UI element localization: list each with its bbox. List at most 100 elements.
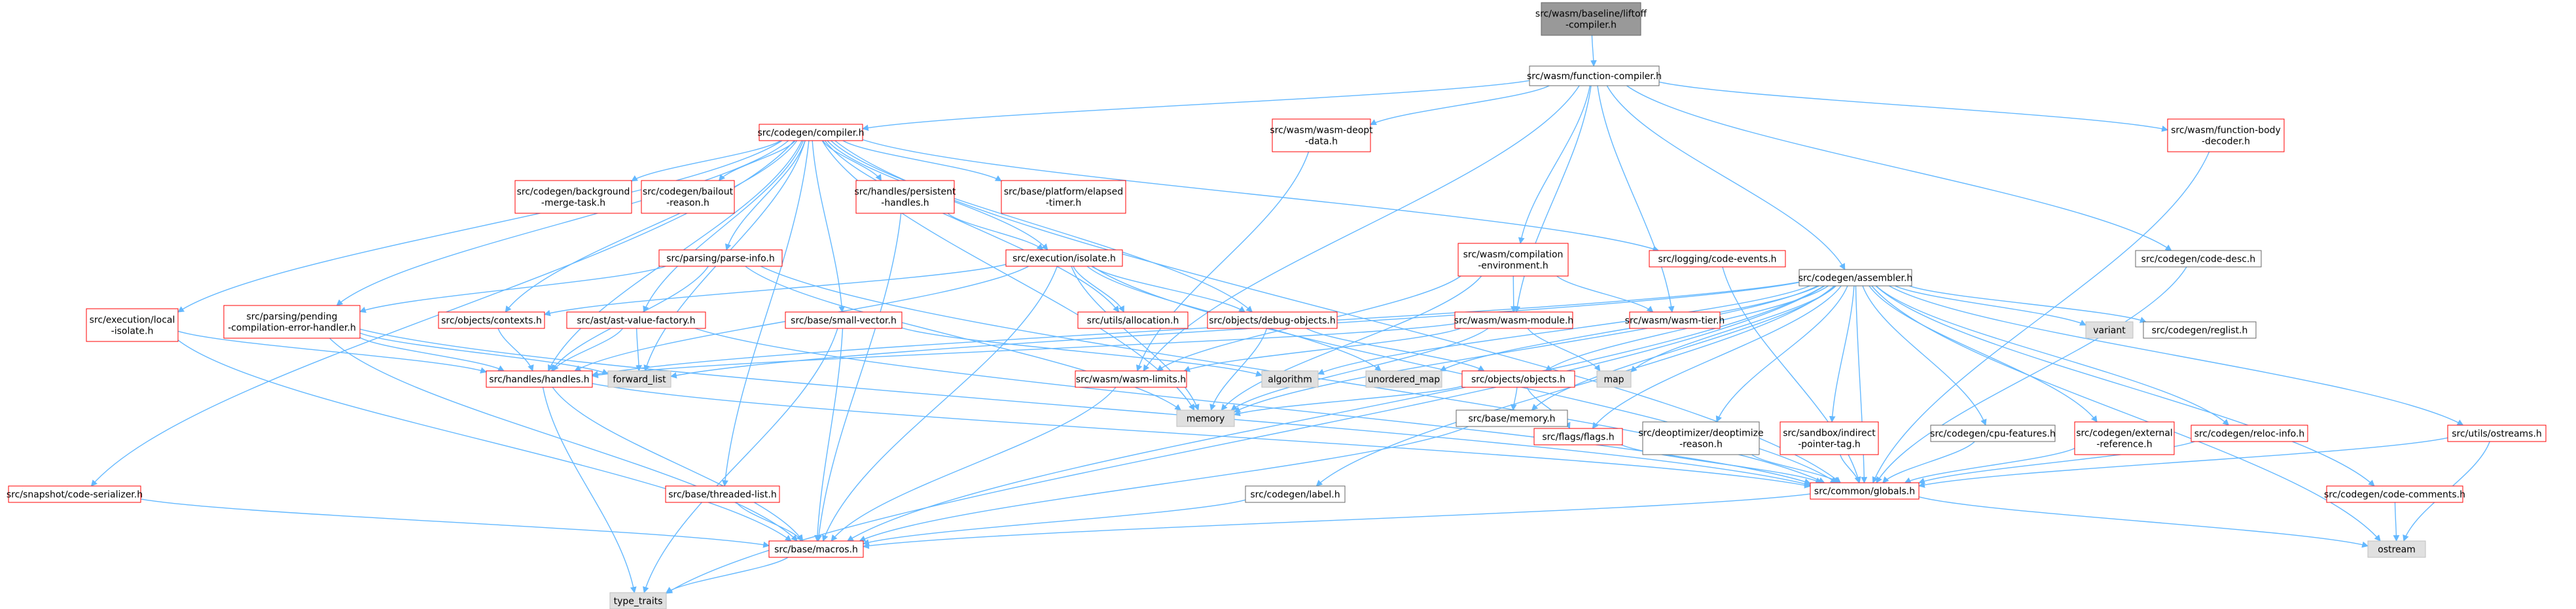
edge-compiler-to-pending_err — [336, 140, 789, 306]
edge-assembler-to-algorithm — [1317, 285, 1810, 375]
node-bailout[interactable]: src/codegen/bailout-reason.h — [641, 180, 735, 214]
node-box — [1649, 250, 1786, 268]
node-code_comments[interactable]: src/codegen/code-comments.h — [2324, 485, 2465, 503]
edge-assembler-to-forward_list — [670, 281, 1800, 379]
node-snapshot[interactable]: src/snapshot/code-serializer.h — [7, 485, 143, 503]
node-ostream[interactable]: ostream — [2367, 540, 2426, 558]
node-box — [438, 311, 545, 329]
edge-code_desc-to-globals — [1876, 266, 2187, 483]
node-wasm_module[interactable]: src/wasm/wasm-module.h — [1454, 311, 1574, 329]
node-box — [1261, 370, 1319, 388]
node-unordered_map[interactable]: unordered_map — [1365, 370, 1442, 388]
edge-assembler-to-cpu_features — [1862, 285, 1987, 426]
node-label: src/codegen/external — [2076, 428, 2173, 439]
edge-compiler-to-parse_info — [724, 140, 806, 251]
node-wasm_tier[interactable]: src/wasm/wasm-tier.h — [1625, 311, 1725, 329]
node-box — [1207, 311, 1338, 329]
node-wasm_limits[interactable]: src/wasm/wasm-limits.h — [1075, 370, 1187, 388]
node-small_vector[interactable]: src/base/small-vector.h — [785, 311, 903, 329]
edge-fcomp-to-code_desc — [1626, 85, 2172, 251]
node-deopt_data[interactable]: src/wasm/wasm-deopt-data.h — [1270, 118, 1373, 152]
node-box — [2074, 421, 2175, 455]
node-compilation_env[interactable]: src/wasm/compilation-environment.h — [1458, 243, 1569, 277]
node-fcomp[interactable]: src/wasm/function-compiler.h — [1527, 65, 1662, 86]
node-deopt_reason[interactable]: src/deoptimizer/deoptimize-reason.h — [1638, 421, 1764, 455]
edge-isolate-to-contexts — [544, 264, 1007, 317]
node-reglist[interactable]: src/codegen/reglist.h — [2143, 321, 2257, 339]
edge-flags-to-globals — [1621, 444, 1823, 483]
edge-compiler-to-debug_objects — [831, 140, 1253, 313]
node-assembler[interactable]: src/codegen/assembler.h — [1798, 269, 1913, 287]
node-debug_objects[interactable]: src/objects/debug-objects.h — [1207, 311, 1338, 329]
node-code_desc[interactable]: src/codegen/code-desc.h — [2135, 250, 2262, 268]
node-compiler[interactable]: src/codegen/compiler.h — [758, 124, 865, 141]
node-local_isolate[interactable]: src/execution/local-isolate.h — [86, 308, 179, 342]
node-box — [1005, 249, 1123, 267]
node-ast_vf[interactable]: src/ast/ast-value-factory.h — [566, 311, 706, 329]
node-utils_alloc[interactable]: src/utils/allocation.h — [1077, 311, 1189, 329]
node-label: algorithm — [1268, 375, 1312, 385]
edge-fcomp-to-body_decoder — [1658, 81, 2168, 132]
node-box — [658, 249, 783, 267]
node-base_memory[interactable]: src/base/memory.h — [1456, 409, 1568, 427]
node-elapsed[interactable]: src/base/platform/elapsed-timer.h — [1001, 180, 1126, 214]
node-algorithm[interactable]: algorithm — [1261, 370, 1319, 388]
node-code_events[interactable]: src/logging/code-events.h — [1649, 250, 1786, 268]
node-box — [2085, 321, 2134, 339]
node-box — [2167, 118, 2285, 152]
node-label: src/flags/flags.h — [1542, 432, 1614, 443]
node-memory[interactable]: memory — [1176, 409, 1235, 427]
node-isolate[interactable]: src/execution/isolate.h — [1005, 249, 1123, 267]
node-label: src/wasm/wasm-deopt — [1270, 126, 1373, 136]
node-label: -handles.h — [881, 198, 929, 209]
node-label: src/execution/local — [90, 315, 175, 326]
node-box — [566, 311, 706, 329]
node-threaded_list[interactable]: src/base/threaded-list.h — [665, 485, 780, 503]
node-forward_list[interactable]: forward_list — [607, 370, 671, 388]
edge-assembler-to-macros — [846, 285, 1825, 542]
node-label: src/handles/handles.h — [489, 375, 589, 385]
node-label: src/parsing/pending — [247, 312, 338, 322]
node-label[interactable]: src/codegen/label.h — [1245, 485, 1346, 503]
node-label: -reason.h — [666, 198, 709, 209]
node-ext_ref[interactable]: src/codegen/external-reference.h — [2074, 421, 2175, 455]
edge-ext_ref-to-globals — [1904, 447, 2075, 483]
node-cpu_features[interactable]: src/codegen/cpu-features.h — [1930, 425, 2056, 442]
node-type_traits[interactable]: type_traits — [609, 592, 667, 609]
node-reloc_info[interactable]: src/codegen/reloc-info.h — [2191, 425, 2308, 442]
node-persistent[interactable]: src/handles/persistent-handles.h — [854, 180, 956, 214]
node-indirect_ptr[interactable]: src/sandbox/indirect-pointer-tag.h — [1780, 421, 1879, 455]
node-bg_merge[interactable]: src/codegen/background-merge-task.h — [514, 180, 632, 214]
edge-cpu_features-to-globals — [1882, 441, 1975, 483]
node-label: src/objects/contexts.h — [441, 316, 542, 326]
edge-ast_vf-to-handles — [552, 328, 624, 372]
node-variant[interactable]: variant — [2085, 321, 2134, 339]
node-pending_err[interactable]: src/parsing/pending-compilation-error-ha… — [223, 305, 361, 339]
node-label: -decoder.h — [2202, 137, 2250, 147]
node-map[interactable]: map — [1596, 370, 1632, 388]
node-globals[interactable]: src/common/globals.h — [1810, 482, 1920, 500]
node-flags[interactable]: src/flags/flags.h — [1533, 428, 1623, 445]
node-body_decoder[interactable]: src/wasm/function-body-decoder.h — [2167, 118, 2285, 152]
edge-wasm_limits-to-macros — [831, 387, 1117, 542]
node-box — [2191, 425, 2308, 442]
edge-assembler-to-indirect_ptr — [1829, 285, 1855, 423]
edge-wasm_module-to-handles — [592, 323, 1456, 379]
node-objects[interactable]: src/objects/objects.h — [1461, 370, 1575, 388]
edge-compiler-to-local_isolate — [177, 140, 783, 313]
node-contexts[interactable]: src/objects/contexts.h — [438, 311, 545, 329]
node-label: src/codegen/compiler.h — [758, 128, 865, 139]
node-macros[interactable]: src/base/macros.h — [768, 540, 864, 558]
node-handles[interactable]: src/handles/handles.h — [486, 370, 593, 388]
node-liftoff[interactable]: src/wasm/baseline/liftoff-compiler.h — [1535, 2, 1647, 36]
node-box — [785, 311, 903, 329]
node-label: map — [1603, 375, 1624, 385]
node-parse_info[interactable]: src/parsing/parse-info.h — [658, 249, 783, 267]
edge-assembler-to-ostream — [1871, 285, 2381, 542]
node-label: -environment.h — [1478, 261, 1548, 271]
node-label: src/wasm/wasm-module.h — [1454, 316, 1574, 326]
edge-compiler-to-threaded_list — [722, 140, 810, 487]
edge-handles-to-macros — [552, 387, 804, 542]
node-ostreams[interactable]: src/utils/ostreams.h — [2447, 425, 2547, 442]
edge-wasm_module-to-memory — [1230, 328, 1489, 411]
